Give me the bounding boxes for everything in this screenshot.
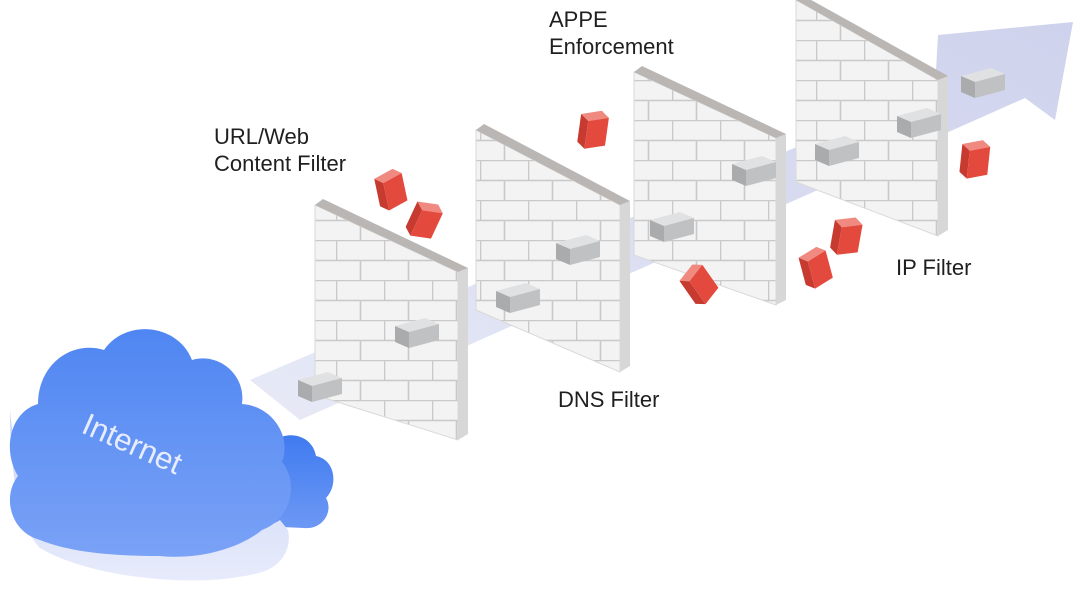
blocked-packet [679,264,719,305]
allowed-packet [961,68,1005,98]
blocked-packet [798,246,833,289]
label-line: APPE [549,7,608,32]
allowed-packet [395,318,439,348]
allowed-packet [298,372,342,402]
allowed-packet [732,156,776,186]
blocked-packet [405,201,443,239]
dns-filter-wall [475,124,630,373]
cloud-icon: Internet [9,329,334,581]
allowed-packet [897,108,941,138]
url-web-filter-wall [314,199,468,441]
allowed-packet [496,283,540,313]
allowed-packet [556,235,600,265]
blocked-packet [577,110,609,149]
ip-filter-label: IP Filter [896,255,972,280]
url-web-filter-label: URL/Web Content Filter [214,123,346,177]
allowed-packets [298,68,1005,402]
blocked-packet [374,168,408,211]
ip-filter-wall [795,0,948,237]
label-line: URL/Web [214,124,309,149]
label-line: Content Filter [214,151,347,176]
dns-filter-label: DNS Filter [558,387,660,412]
allowed-packet [650,212,694,242]
allowed-packet [815,136,859,166]
appe-enforcement-wall [633,66,786,306]
label-line: Enforcement [549,34,674,59]
blocked-packet [959,140,991,179]
blocked-packets [374,110,991,305]
blocked-packet [830,217,863,255]
appe-enforcement-label: APPE Enforcement [549,6,674,60]
